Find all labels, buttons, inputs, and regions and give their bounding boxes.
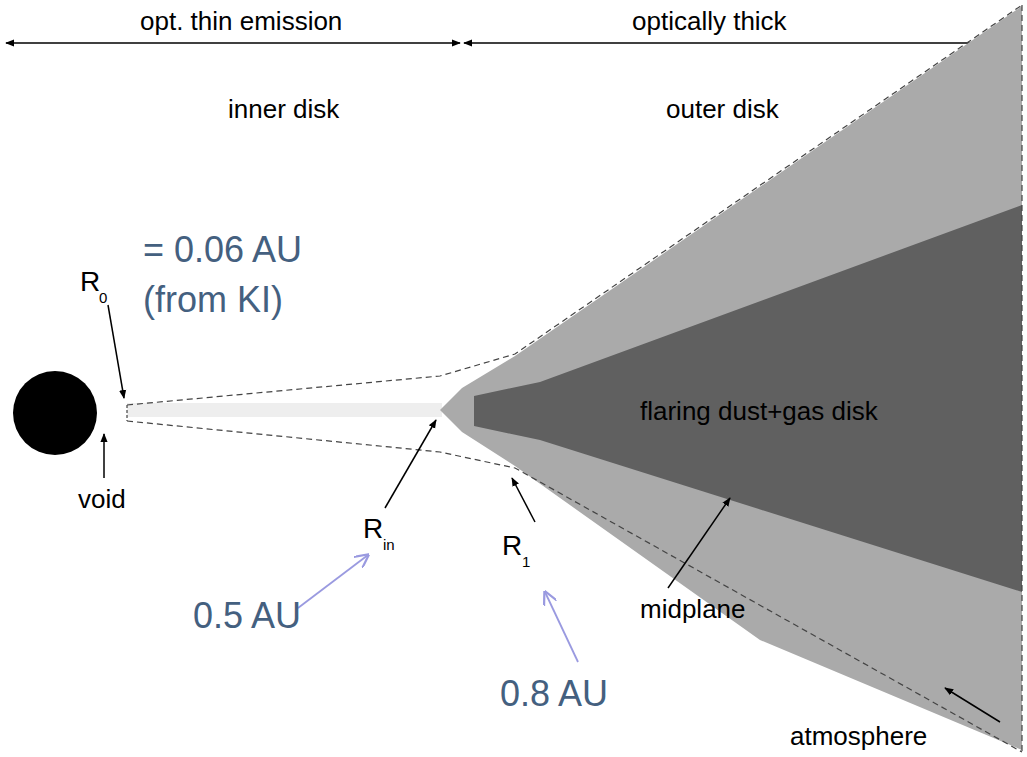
region-label: midplane xyxy=(640,596,746,622)
radius-subscript: 0 xyxy=(99,290,107,305)
leader-arrow xyxy=(945,688,1000,722)
radius-value: = 0.06 AU xyxy=(143,232,302,268)
range-arrow xyxy=(464,42,1021,44)
region-label: atmosphere xyxy=(790,723,927,749)
radius-value: 0.5 AU xyxy=(193,598,301,634)
radius-note: (from KI) xyxy=(143,282,283,318)
value-arrow xyxy=(545,592,578,662)
disk-label: flaring dust+gas disk xyxy=(640,398,878,424)
radius-symbol: R xyxy=(502,532,522,560)
star xyxy=(13,371,97,455)
value-arrow xyxy=(298,555,368,608)
radius-symbol: R xyxy=(363,515,383,543)
leader-arrow xyxy=(103,434,105,478)
leader-arrow xyxy=(385,420,436,508)
void-label: void xyxy=(78,486,126,512)
region-label: outer disk xyxy=(666,96,779,122)
disk-outline xyxy=(127,5,1022,405)
radius-value: 0.8 AU xyxy=(500,676,608,712)
leader-arrow xyxy=(512,478,535,522)
disk-midplane xyxy=(474,205,1022,592)
disk-outline xyxy=(127,421,1022,752)
disk-outline xyxy=(1021,5,1022,752)
inner-disk xyxy=(127,403,442,417)
leader-arrow xyxy=(668,498,730,588)
range-arrow xyxy=(6,42,460,44)
radius-subscript: in xyxy=(383,537,395,552)
disk-atmosphere xyxy=(440,6,1022,750)
range-label: opt. thin emission xyxy=(140,8,342,34)
radius-symbol: R xyxy=(80,268,100,296)
region-label: inner disk xyxy=(228,96,339,122)
void-edge xyxy=(126,405,127,421)
leader-arrow xyxy=(108,305,124,398)
radius-subscript: 1 xyxy=(522,554,530,569)
range-label: optically thick xyxy=(632,8,787,34)
